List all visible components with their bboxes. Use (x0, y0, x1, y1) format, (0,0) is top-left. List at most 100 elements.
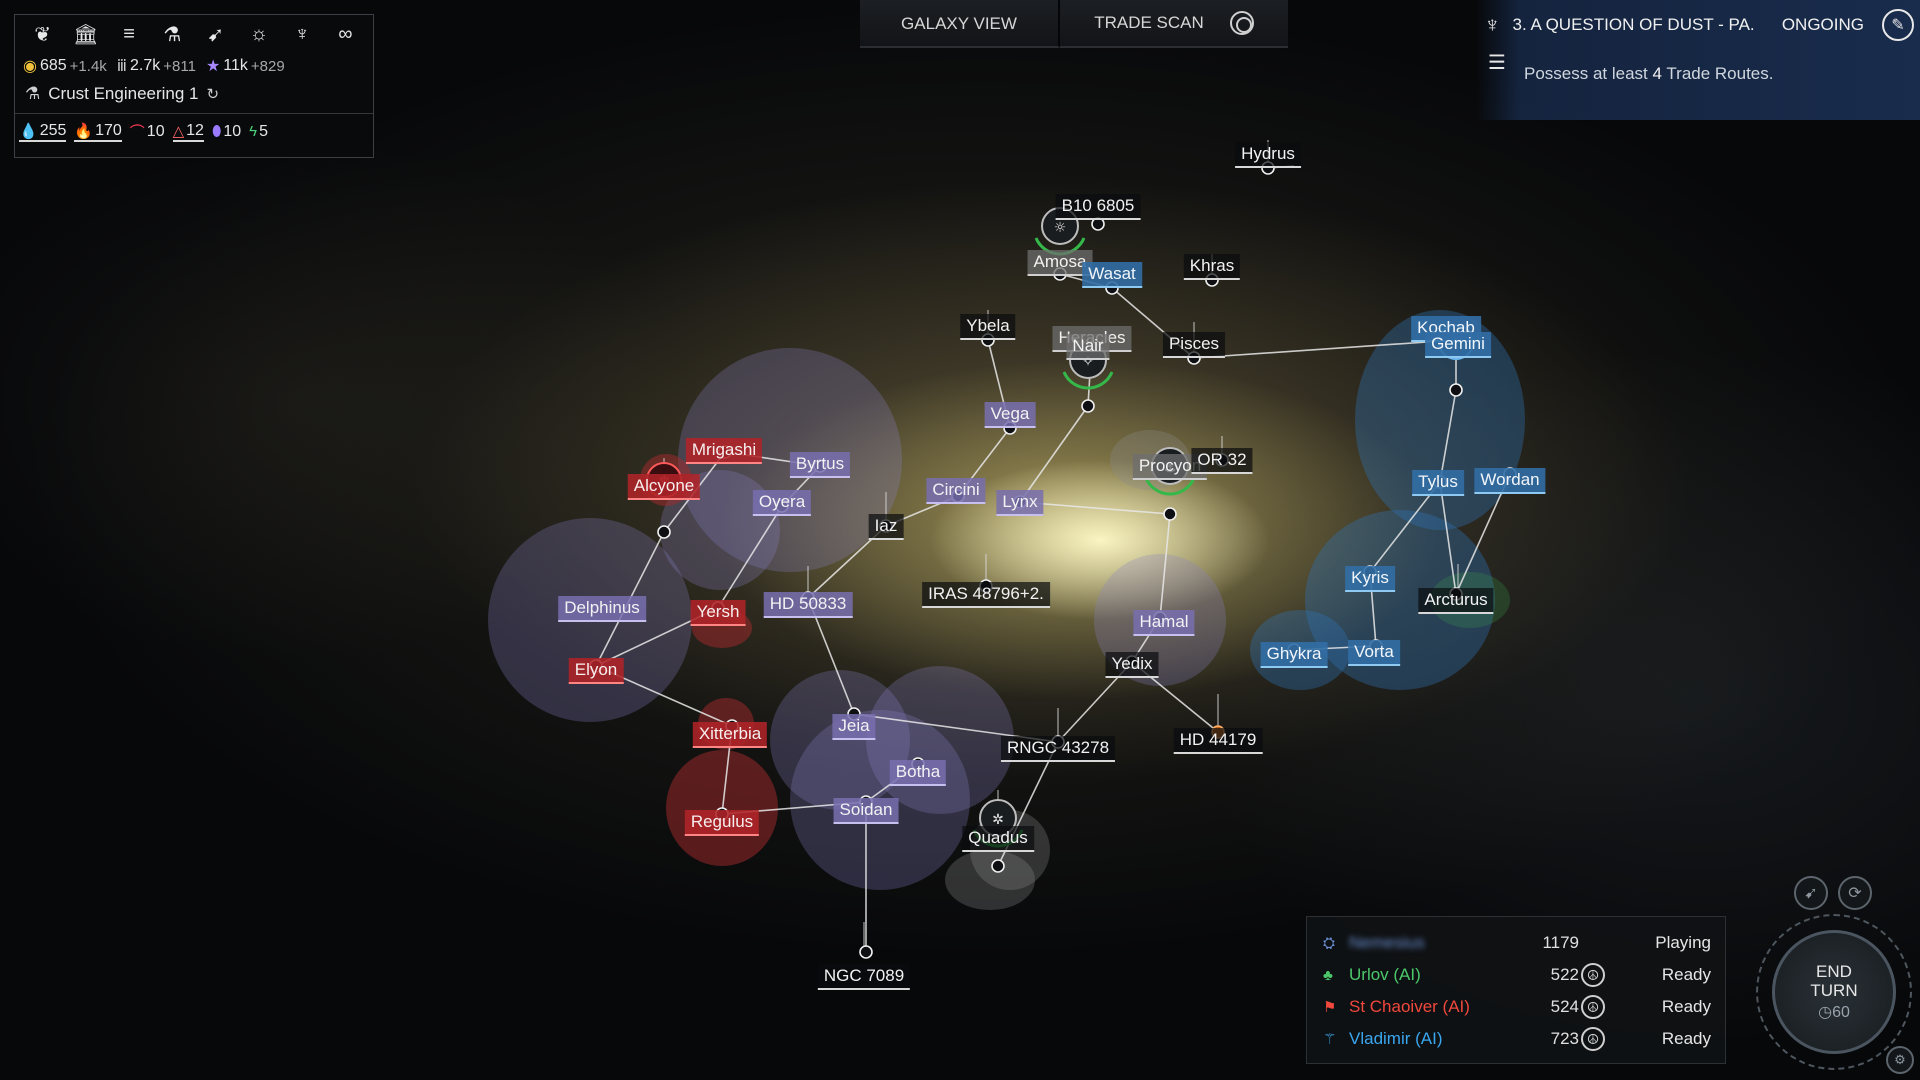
trophy-icon[interactable]: ♆ (294, 22, 310, 45)
player-score: 522 (1550, 965, 1579, 984)
system-label-hamal[interactable]: Hamal (1133, 610, 1195, 636)
svg-text:✲: ✲ (992, 812, 1004, 828)
main-menu-icons: ❦ 🏛 ≡ ⚗ ➹ ☼ ♆ ∞ (15, 15, 373, 53)
pin-icon[interactable]: ✎ (1882, 9, 1914, 41)
quest-list-icon[interactable]: ☰ (1488, 52, 1506, 74)
system-label-ybela[interactable]: Ybela (960, 314, 1016, 340)
system-label-hd44179[interactable]: HD 44179 (1173, 728, 1263, 754)
handshake-icon[interactable]: ∞ (338, 22, 353, 45)
influence-value: 11k (223, 57, 248, 74)
system-label-ghykra[interactable]: Ghykra (1260, 642, 1328, 668)
system-label-jeia[interactable]: Jeia (832, 714, 876, 740)
system-label-b10[interactable]: B10 6805 (1055, 194, 1141, 220)
player-score: 1179 (1542, 933, 1579, 952)
peace-icon[interactable]: ☮ (1581, 1027, 1605, 1051)
system-label-wasat[interactable]: Wasat (1082, 262, 1142, 288)
crest-icon: ⌒ (129, 124, 145, 141)
tab-galaxy-view[interactable]: GALAXY VIEW (860, 0, 1060, 48)
system-label-hd50833[interactable]: HD 50833 (763, 592, 853, 618)
dust-stat[interactable]: ◉ 685 +1.4k (23, 56, 107, 76)
system-label-nair[interactable]: Nair (1066, 334, 1110, 360)
system-label-xitterbia[interactable]: Xitterbia (692, 722, 768, 748)
peace-icon[interactable]: ☮ (1581, 995, 1605, 1019)
system-label-gemini[interactable]: Gemini (1425, 332, 1491, 358)
system-label-soidan[interactable]: Soidan (833, 798, 899, 824)
peace-icon[interactable]: ☮ (1581, 963, 1605, 987)
system-label-khras[interactable]: Khras (1183, 254, 1241, 280)
end-turn-button[interactable]: END TURN ◷60 (1772, 930, 1896, 1054)
system-label-arcturus[interactable]: Arcturus (1418, 588, 1494, 614)
resource-value: 5 (259, 122, 269, 140)
population-delta: +811 (163, 57, 196, 75)
system-label-yersh[interactable]: Yersh (690, 600, 746, 626)
system-label-mrigashi[interactable]: Mrigashi (685, 438, 763, 464)
trade-scan-label: TRADE SCAN (1094, 13, 1204, 32)
science-flask-icon[interactable]: ⚗ (163, 23, 182, 46)
resource-flame[interactable]: 🔥170 (74, 122, 122, 142)
empire-summary-panel: ❦ 🏛 ≡ ⚗ ➹ ☼ ♆ ∞ ◉ 685 +1.4k ⅲ 2.7k +811 … (14, 14, 374, 158)
tree-crest-icon: ♣ (1323, 966, 1333, 984)
system-label-or32[interactable]: OR 32 (1191, 448, 1253, 474)
system-label-regulus[interactable]: Regulus (684, 810, 760, 836)
resource-crest[interactable]: ⌒10 (130, 121, 165, 142)
coins-stack-icon[interactable]: ≡ (123, 22, 135, 45)
player-row[interactable]: ♣Urlov (AI)522☮Ready (1307, 959, 1725, 991)
system-label-ngc7089[interactable]: NGC 7089 (817, 964, 911, 990)
system-label-alcyone[interactable]: Alcyone (627, 474, 701, 500)
system-label-tylus[interactable]: Tylus (1412, 470, 1464, 496)
population-value: 2.7k (130, 57, 161, 74)
population-stat[interactable]: ⅲ 2.7k +811 (117, 56, 196, 76)
rocket-icon[interactable]: ➹ (207, 23, 224, 46)
crystal-icon: ⬮ (211, 123, 222, 140)
settings-corner-icon[interactable]: ⚙ (1886, 1046, 1914, 1074)
lightning-icon: ϟ (249, 123, 258, 140)
player-row[interactable]: ⚚Vladimir (AI)723☮Ready (1307, 1023, 1725, 1055)
empire-icon[interactable]: 🏛 (73, 23, 99, 46)
player-name: St Chaoiver (AI) (1349, 997, 1470, 1016)
system-label-delphinus[interactable]: Delphinus (558, 596, 646, 622)
system-label-iaz[interactable]: Iaz (868, 514, 904, 540)
system-label-pisces[interactable]: Pisces (1162, 332, 1226, 358)
tab-trade-scan[interactable]: TRADE SCAN (1060, 0, 1288, 48)
svg-text:☼: ☼ (1054, 220, 1067, 236)
empire-crest-icon: ⛭ (1323, 934, 1336, 952)
system-label-iras[interactable]: IRAS 48796+2. (922, 582, 1050, 608)
speed-toggle-icon[interactable]: ⟳ (1838, 876, 1872, 910)
system-label-quadus[interactable]: Quadus (962, 826, 1034, 852)
fleet-toggle-icon[interactable]: ➹ (1794, 876, 1828, 910)
system-label-vorta[interactable]: Vorta (1348, 640, 1400, 666)
scan-ring-icon (1229, 11, 1254, 35)
resource-water-drop[interactable]: 💧255 (19, 122, 67, 142)
resource-crystal[interactable]: ⬮10 (212, 123, 241, 141)
resource-triangle-atom[interactable]: △12 (172, 122, 204, 142)
system-label-hydrus[interactable]: Hydrus (1235, 142, 1301, 168)
system-label-amosa[interactable]: Amosa (1027, 250, 1093, 276)
player-row[interactable]: ⚑St Chaoiver (AI)524☮Ready (1307, 991, 1725, 1023)
quest-tracker[interactable]: ♆ 3. A QUESTION OF DUST - PA. ONGOING ✎ … (1476, 0, 1920, 120)
system-label-lynx[interactable]: Lynx (996, 490, 1044, 516)
system-label-kyris[interactable]: Kyris (1345, 566, 1395, 592)
clock-icon: ◷ (1818, 1004, 1833, 1021)
current-research[interactable]: ⚗ Crust Engineering 1 ↻ (15, 79, 373, 109)
system-label-rngc[interactable]: RNGC 43278 (1000, 736, 1116, 762)
quest-objective: Possess at least 4 Trade Routes. (1524, 64, 1774, 84)
laurel-icon[interactable]: ❦ (34, 23, 51, 46)
population-icon: ⅲ (116, 58, 127, 75)
view-tabs: GALAXY VIEW TRADE SCAN (860, 0, 1288, 48)
sun-gear-icon[interactable]: ☼ (249, 22, 269, 45)
player-name: Vladimir (AI) (1349, 1029, 1443, 1048)
system-label-circini[interactable]: Circini (926, 478, 986, 504)
system-label-byrtus[interactable]: Byrtus (789, 452, 851, 478)
system-label-oyera[interactable]: Oyera (752, 490, 812, 516)
influence-stat[interactable]: ★ 11k +829 (206, 56, 285, 76)
triangle-atom-icon: △ (172, 122, 185, 140)
system-label-botha[interactable]: Botha (889, 760, 947, 786)
system-label-vega[interactable]: Vega (984, 402, 1036, 428)
system-label-yedix[interactable]: Yedix (1105, 652, 1159, 678)
system-label-wordan[interactable]: Wordan (1474, 468, 1546, 494)
system-label-elyon[interactable]: Elyon (568, 658, 624, 684)
